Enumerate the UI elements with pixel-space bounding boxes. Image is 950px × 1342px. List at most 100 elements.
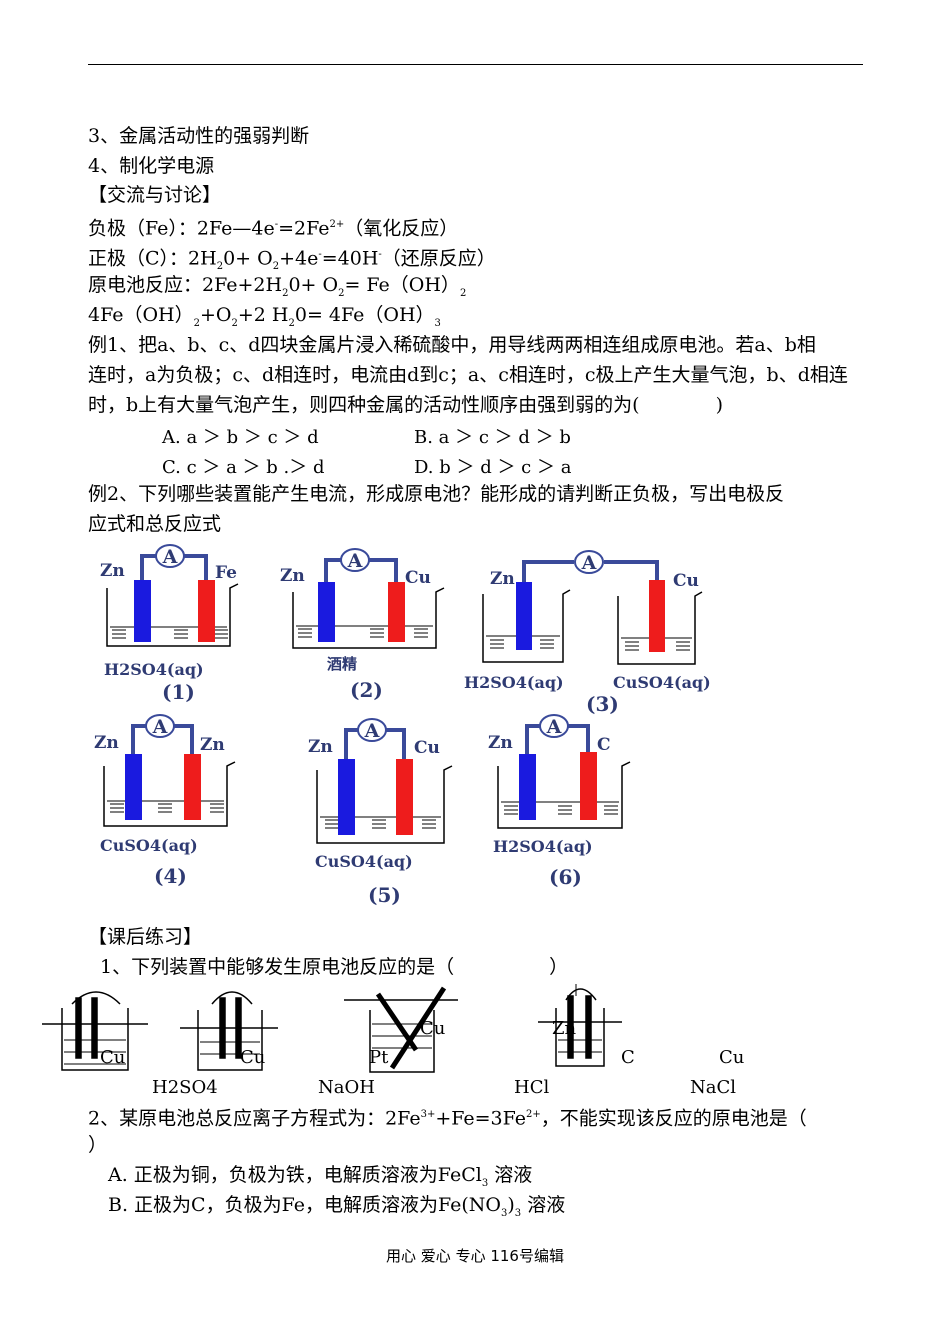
figure-number: (1) [162,680,195,704]
section-homework: 【课后练习】 [88,926,203,948]
ammeter-4 [145,714,175,738]
eq-positive: 正极（C）：2H20+ O2+4e-=40H-（还原反应） [88,247,496,273]
liquid-mark [371,819,387,829]
exercise-solution: NaOH [318,1077,375,1098]
electrode-label-left: Zn [100,561,125,581]
liquid-mark [675,641,691,651]
ammeter-2 [340,548,370,572]
liquid-mark [624,641,640,651]
wire-4 [131,724,194,754]
electrode-label-right: C [597,735,611,755]
electrode-label-right: Cu [673,571,699,591]
exercise-label: Cu [719,1047,744,1068]
electrode-positive-3 [649,580,665,652]
liquid-mark [413,628,429,638]
eq-hydroxide: 4Fe（OH）2+O2+2 H20= 4Fe（OH）3 [88,304,441,329]
exercise-solution: H2SO4 [152,1077,218,1098]
electrode-label-right: Cu [405,568,431,588]
cell-5: A Zn Cu CuSO4(aq) (5) [308,718,453,907]
example1-line1: 例1、把a、b、c、d四块金属片浸入稀硫酸中，用导线两两相连组成原电池。若a、b… [88,334,816,356]
question-1: 1、下列装置中能够发生原电池反应的是（ ） [100,956,569,978]
ammeter-3 [574,550,604,574]
electrode-negative-3 [516,582,532,650]
exercise-apparatus [42,984,622,1073]
option-d: D. b ＞ d ＞ c ＞ a [414,457,572,478]
electrode-positive-6 [580,752,597,820]
exercise-solution: NaCl [690,1077,736,1098]
question-2: 2、某原电池总反应离子方程式为：2Fe3++Fe=3Fe2+，不能实现该反应的原… [88,1107,807,1130]
cell-1: A Zn Fe H2SO4(aq) (1) [100,544,239,704]
ammeter-label: A [546,716,562,738]
eq-negative: 负极（Fe）：2Fe—4e-=2Fe2+（氧化反应） [88,217,459,240]
electrode-label-left: Zn [280,566,305,586]
figure-number: (3) [586,692,619,716]
exercise-label: Cu [420,1018,445,1039]
electrode-negative-2 [318,582,335,642]
cell-6: A Zn C H2SO4(aq) (6) [488,714,631,889]
beaker-6 [497,761,631,829]
solution-label: CuSO4(aq) [100,836,198,855]
liquid-mark [209,803,225,813]
exercise-label: Cu [240,1047,265,1068]
example2-line1: 例2、下列哪些装置能产生电流，形成原电池？能形成的请判断正负极，写出电极反 [88,483,785,505]
liquid-mark [557,805,573,815]
electrode-positive-4 [184,754,201,820]
cell-4: A Zn Zn CuSO4(aq) (4) [94,714,236,888]
electrode-positive-2 [388,582,405,642]
liquid-mark [489,639,505,649]
liquid-mark [297,628,313,638]
option-a: A. a ＞ b ＞ c ＞ d [162,427,319,448]
liquid-mark [111,629,127,639]
electrode-negative-4 [125,754,142,820]
exercise-solution: HCl [514,1077,549,1098]
liquid-mark [503,805,519,815]
electrode-label-right: Zn [200,735,225,755]
liquid-mark [369,628,385,638]
ammeter-1 [155,544,185,568]
electrode-negative-6 [519,754,536,820]
liquid-mark [603,805,619,815]
question-2-cont: ） [88,1134,108,1156]
exercise-label: C [621,1047,635,1068]
figure-number: (5) [368,883,401,907]
example1-line3: 时，b上有大量气泡产生，则四种金属的活动性顺序由强到弱的为( ) [88,394,723,416]
solution-label-left: H2SO4(aq) [464,673,564,692]
figure-number: (2) [350,678,383,702]
question-2-option-a: A. 正极为铜，负极为铁，电解质溶液为FeCl3 溶液 [108,1164,533,1189]
exercise-label: Pt [369,1047,389,1068]
exercise-label: Cu [100,1047,125,1068]
option-b: B. a ＞ c ＞ d ＞ b [414,427,571,448]
liquid-mark [157,803,173,813]
wire-5 [344,728,406,759]
solution-label: H2SO4(aq) [493,837,593,856]
eq-cell-reaction: 原电池反应：2Fe+2H20+ O2= Fe（OH）2 [88,274,467,299]
beaker-2 [292,587,445,649]
section-discussion: 【交流与讨论】 [88,184,222,206]
cell-2: A Zn Cu 酒精 (2) [280,548,445,702]
figure-number: (6) [549,865,582,889]
beaker-1 [106,583,239,647]
electrode-negative-1 [134,580,151,642]
ammeter-5 [357,718,387,742]
liquid-mark [109,803,125,813]
electrode-positive-1 [198,580,215,642]
beaker-3-left [482,589,571,663]
beaker-5 [316,765,453,844]
electrode-label-right: Cu [414,738,440,758]
ammeter-6 [539,714,569,738]
beaker-3-right [617,591,703,665]
example1-line2: 连时，a为负极；c、d相连时，电流由d到c；a、c相连时，c极上产生大量气泡，b… [88,364,848,386]
question-2-option-b: B. 正极为C，负极为Fe，电解质溶液为Fe(NO3)3 溶液 [108,1194,566,1219]
electrode-label-left: Zn [490,569,515,589]
header-rule [88,64,863,65]
electrode-positive-5 [396,759,413,835]
line-power-source: 4、制化学电源 [88,155,215,177]
ammeter-label: A [364,720,380,742]
liquid-mark [173,629,189,639]
electrode-label-left: Zn [488,733,513,753]
liquid-mark [213,629,229,639]
page-footer: 用心 爱心 专心 116号编辑 [386,1247,564,1265]
electrode-label-left: Zn [308,737,333,757]
electrode-label-left: Zn [94,733,119,753]
